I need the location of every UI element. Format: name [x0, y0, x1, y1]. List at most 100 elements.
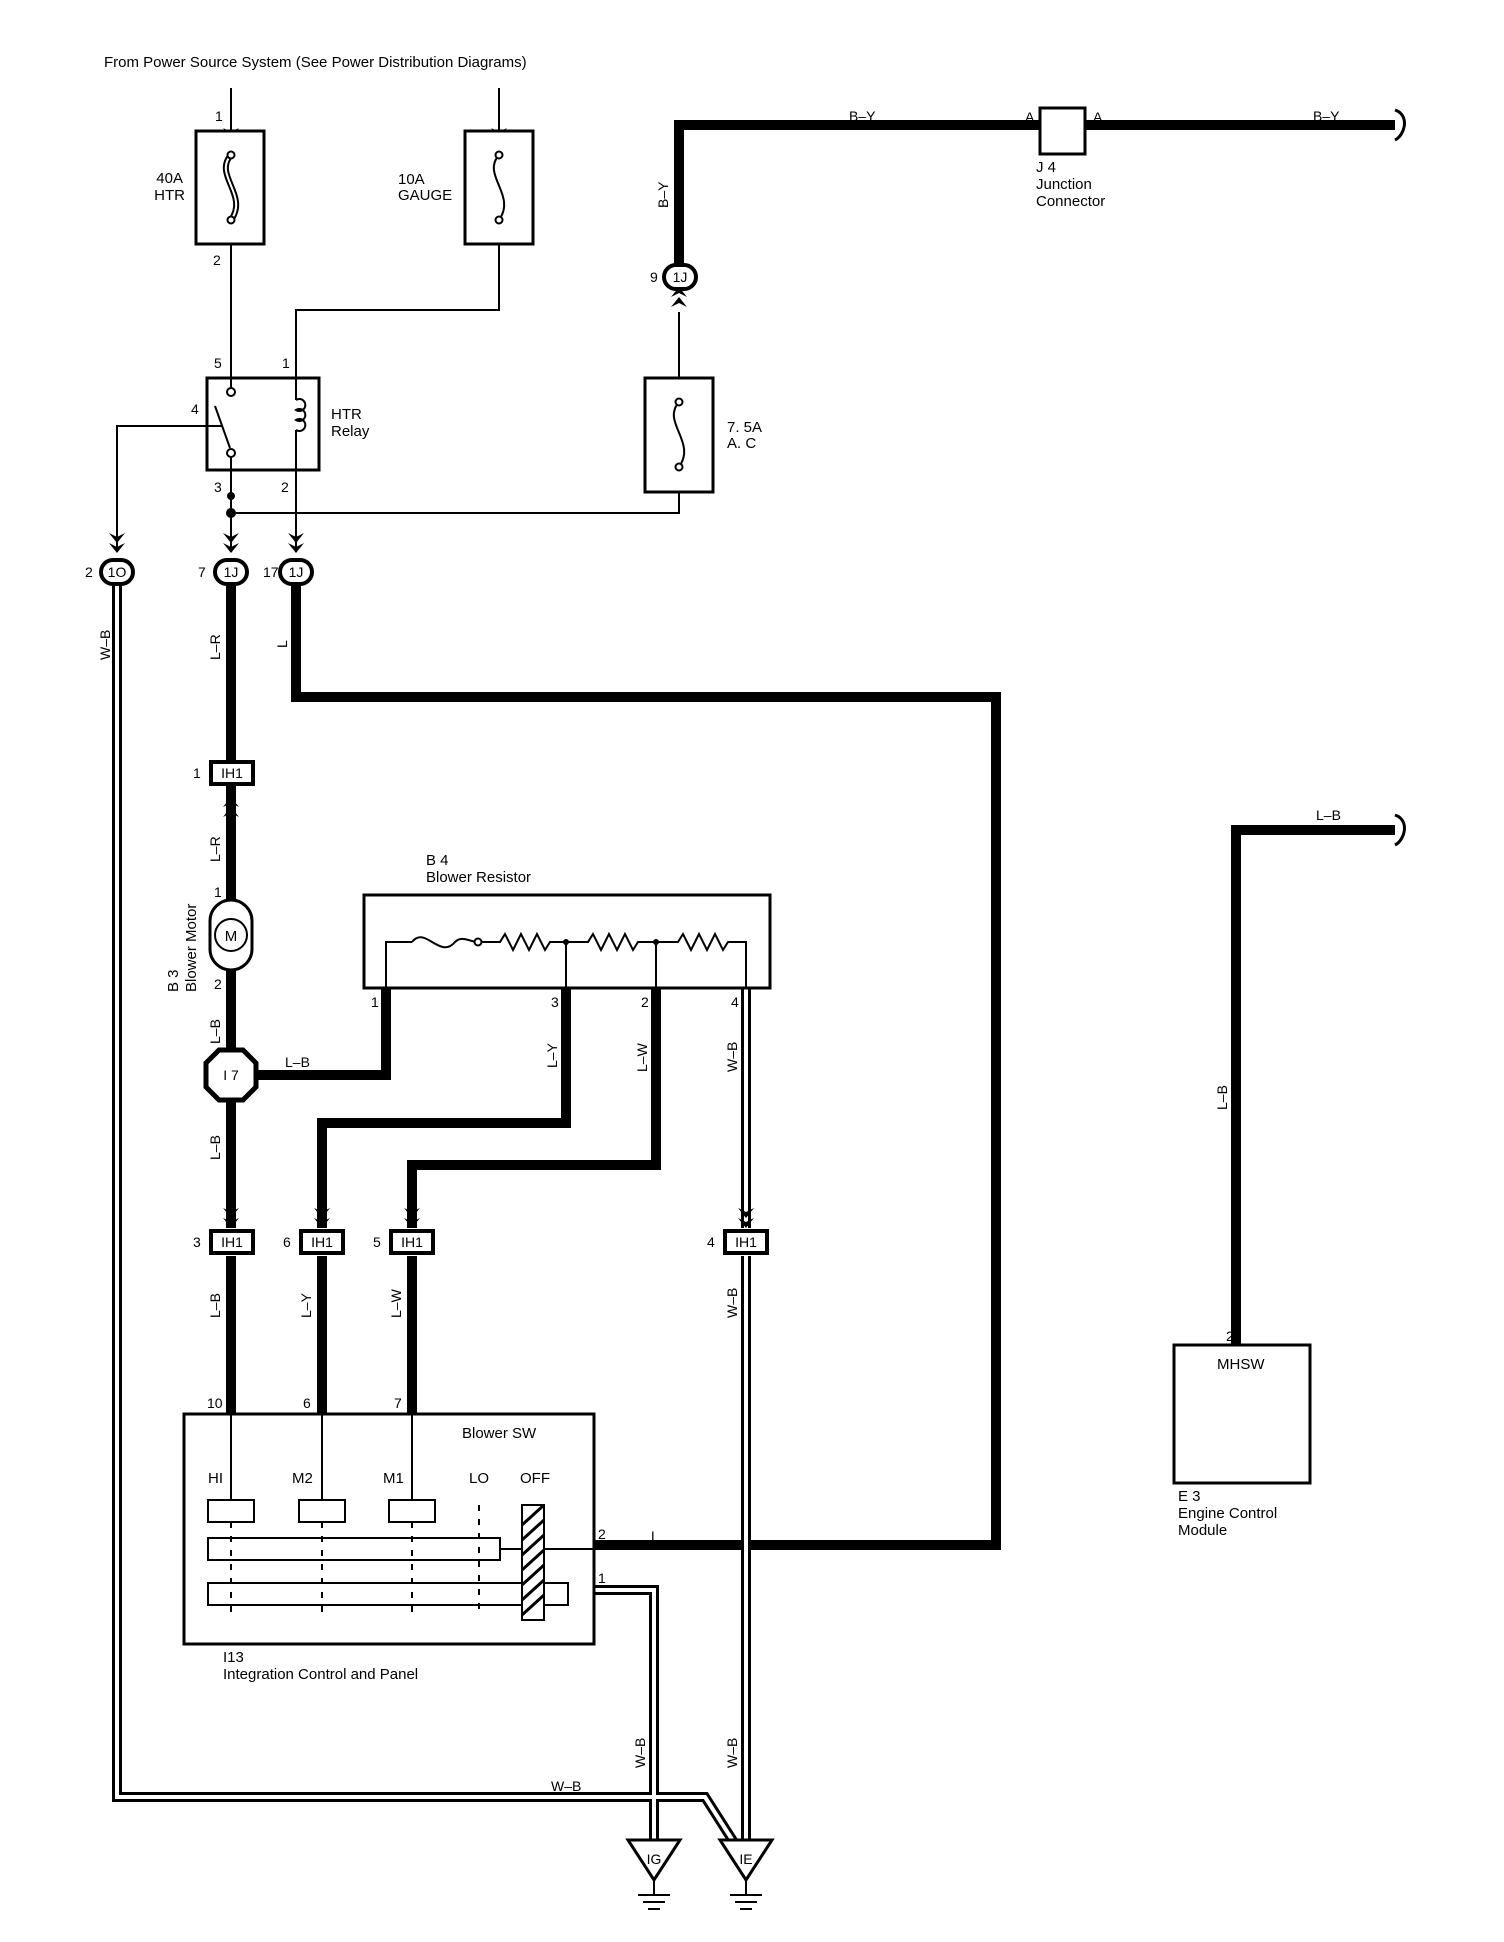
- switch-pin-7: 7: [394, 1395, 402, 1411]
- wire-label-lb-1: L–B: [207, 1019, 223, 1044]
- wire-label-lb-4: L–B: [207, 1293, 223, 1318]
- engine-control-module: [1172, 1343, 1312, 1485]
- wire-label-wb-3: W–B: [724, 1288, 740, 1318]
- relay-name2: Relay: [331, 423, 370, 440]
- connector-1j-9: 1J: [662, 263, 698, 291]
- connector-1j-9-id: 1J: [673, 269, 688, 285]
- connector-1o-2: 1O: [99, 558, 135, 586]
- connector-1j-9-pin: 9: [650, 269, 658, 285]
- resistor-pin-4: 4: [731, 994, 739, 1010]
- resistor-pin-2: 2: [641, 994, 649, 1010]
- j4-pin-right: A: [1093, 109, 1103, 125]
- wire-label-by-2: B–Y: [1313, 108, 1340, 124]
- ground-ig: IG: [625, 1838, 683, 1910]
- wire-color-labels: B–Y B–Y B–Y W–B L–R L L–R L–B L–B L–B L–…: [97, 108, 1341, 1794]
- ecm-pin: 2: [1226, 1328, 1234, 1344]
- connector-1j-17-pin: 17: [263, 564, 279, 580]
- ground-ie-label: IE: [739, 1851, 752, 1867]
- wire-label-lw-1: L–W: [634, 1042, 650, 1072]
- wire-label-wb-4: W–B: [632, 1738, 648, 1768]
- relay-pin-1: 1: [282, 355, 290, 371]
- connector-ih1-4-id: IH1: [735, 1234, 757, 1250]
- relay-pin-5: 5: [214, 355, 222, 371]
- junction-i7-label: I 7: [223, 1067, 239, 1083]
- ecm-terminal: MHSW: [1217, 1356, 1265, 1373]
- wire-label-lb-6: L–B: [1214, 1085, 1230, 1110]
- connector-ih1-6-pin: 6: [283, 1234, 291, 1250]
- resistor-pin-1: 1: [371, 994, 379, 1010]
- connector-ih1-5: IH1: [389, 1229, 435, 1255]
- wire-label-ly-2: L–Y: [298, 1292, 314, 1318]
- ac-fuse: [643, 376, 715, 494]
- blower-resistor-name: Blower Resistor: [426, 869, 531, 886]
- wire-label-ly-1: L–Y: [544, 1042, 560, 1068]
- connector-ih1-1-id: IH1: [221, 765, 243, 781]
- switch-pos-m2: M2: [292, 1470, 313, 1487]
- blower-switch-title: Blower SW: [462, 1425, 537, 1442]
- htr-fuse: [194, 129, 266, 246]
- wire-label-lr-1: L–R: [207, 634, 223, 660]
- power-source-label: From Power Source System (See Power Dist…: [104, 54, 527, 71]
- integration-panel-name: Integration Control and Panel: [223, 1666, 418, 1683]
- ac-fuse-rating: 7. 5A: [727, 419, 762, 436]
- connector-ih1-3: IH1: [209, 1229, 255, 1255]
- blower-motor-symbol: M: [225, 928, 238, 945]
- connector-ih1-4-pin: 4: [707, 1234, 715, 1250]
- htr-fuse-pin-in: 1: [215, 108, 223, 124]
- relay-name: HTR: [331, 406, 362, 423]
- offpage-break-lb: [1394, 813, 1406, 847]
- switch-pos-off: OFF: [520, 1470, 550, 1487]
- connector-1j-17: 1J: [278, 558, 314, 586]
- htr-fuse-name: HTR: [154, 187, 185, 204]
- wires: [116, 88, 1395, 1550]
- junction-dots: [226, 492, 236, 518]
- blower-motor-pin1: 1: [214, 884, 222, 900]
- integration-panel-code: I13: [223, 1649, 244, 1666]
- j4-junction-connector: [1038, 106, 1406, 156]
- wire-label-wb-5: W–B: [724, 1738, 740, 1768]
- wire-label-by-1: B–Y: [849, 108, 876, 124]
- connector-1o-2-id: 1O: [108, 564, 127, 580]
- connector-ih1-1-pin: 1: [193, 765, 201, 781]
- connector-1o-2-pin: 2: [85, 564, 93, 580]
- connector-1j-7: 1J: [213, 558, 249, 586]
- wire-label-lb-3: L–B: [207, 1135, 223, 1160]
- switch-pin-10: 10: [207, 1395, 223, 1411]
- relay-pin-4: 4: [191, 401, 199, 417]
- ground-ie: IE: [717, 1838, 775, 1910]
- connector-ih1-6-id: IH1: [311, 1234, 333, 1250]
- ac-fuse-name: A. C: [727, 435, 756, 452]
- relay-pin-2: 2: [281, 479, 289, 495]
- blower-motor: M: [208, 898, 254, 972]
- switch-pin-6: 6: [303, 1395, 311, 1411]
- connector-ih1-3-id: IH1: [221, 1234, 243, 1250]
- j4-pin-left: A: [1025, 109, 1035, 125]
- connector-ih1-4: IH1: [723, 1229, 769, 1255]
- ecm-code: E 3: [1178, 1488, 1201, 1505]
- blower-motor-pin2: 2: [214, 976, 222, 992]
- gauge-fuse: [463, 129, 535, 246]
- htr-relay: [205, 376, 321, 472]
- switch-pos-hi: HI: [208, 1470, 223, 1487]
- wire-label-wb-2: W–B: [724, 1042, 740, 1072]
- connector-1j-7-id: 1J: [224, 564, 239, 580]
- connector-ih1-5-pin: 5: [373, 1234, 381, 1250]
- wire-label-lb-2: L–B: [285, 1054, 310, 1070]
- wire-label-wb-6: W–B: [551, 1778, 581, 1794]
- ground-ig-label: IG: [647, 1851, 662, 1867]
- wire-label-l-1: L: [274, 640, 290, 648]
- blower-switch: [182, 1412, 596, 1646]
- blower-motor-code: B 3: [165, 969, 182, 992]
- relay-pin-3: 3: [214, 479, 222, 495]
- wb-wires: [112, 586, 751, 1858]
- htr-fuse-rating: 40A: [156, 170, 183, 187]
- wire-label-lr-2: L–R: [207, 836, 223, 862]
- blower-motor-name: Blower Motor: [183, 904, 200, 992]
- j4-name: Junction: [1036, 176, 1092, 193]
- j4-name2: Connector: [1036, 193, 1105, 210]
- wire-label-by-3: B–Y: [655, 181, 671, 208]
- connector-ih1-6: IH1: [299, 1229, 345, 1255]
- wire-label-wb-1: W–B: [97, 630, 113, 660]
- gauge-fuse-rating: 10A: [398, 171, 425, 188]
